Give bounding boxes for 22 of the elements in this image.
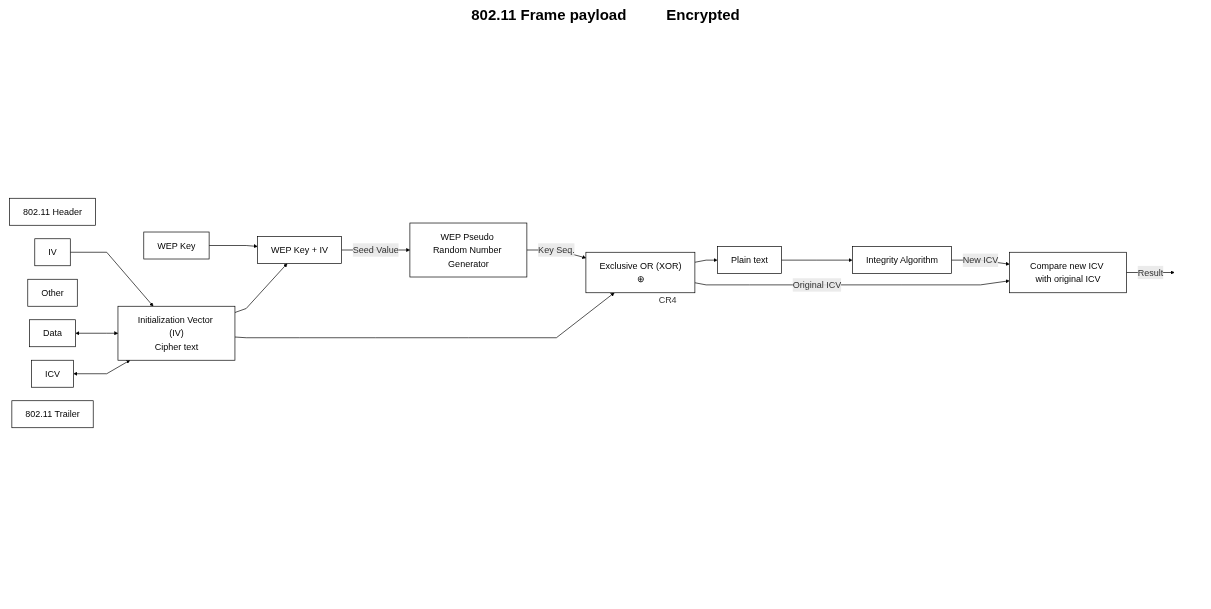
node-box: Integrity Algorithm <box>852 246 952 274</box>
node-box: 802.11 Trailer <box>11 400 94 429</box>
node-box: Plain text <box>717 246 782 274</box>
edge-label: Key Seq. <box>538 245 575 255</box>
node-box: Data <box>29 319 76 348</box>
node-box: ICV <box>31 359 74 388</box>
edge-label: Seed Value <box>352 245 399 255</box>
node-box: Initialization Vector (IV) Cipher text <box>117 305 236 361</box>
diagram-label: Encrypted <box>666 6 740 23</box>
edge-label: Result <box>1137 267 1164 278</box>
node-box: Other <box>27 278 78 307</box>
node-box: WEP Key + IV <box>257 236 342 264</box>
node-box: WEP Pseudo Random Number Generator <box>409 222 528 278</box>
edge-label: Original ICV <box>792 279 842 290</box>
diagram-label: 802.11 Frame payload <box>471 6 627 23</box>
node-box: WEP Key <box>143 231 210 260</box>
node-caption: CR4 <box>658 294 677 305</box>
edge-label: New ICV <box>962 255 999 266</box>
node-box: Compare new ICV with original ICV <box>1009 251 1127 294</box>
node-box: Exclusive OR (XOR) ⊕ <box>585 251 696 294</box>
node-box: 802.11 Header <box>9 197 96 226</box>
node-box: IV <box>34 238 71 267</box>
